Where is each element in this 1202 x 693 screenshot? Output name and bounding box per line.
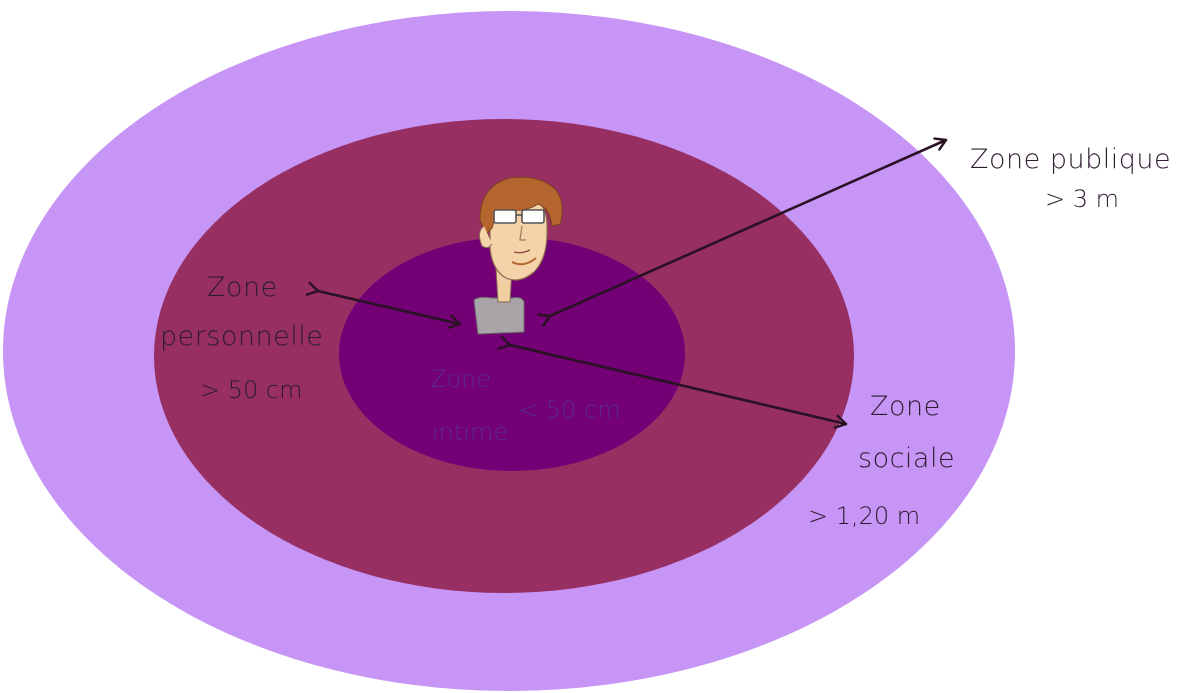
zone-publique-title: Zone publique <box>970 144 1171 175</box>
zone-personnelle-distance: > 50 cm <box>200 376 302 404</box>
zone-sociale-title-line1: Zone <box>870 391 941 422</box>
arrow-zone-sociale <box>497 335 848 429</box>
zone-sociale-title-line2: sociale <box>858 443 955 474</box>
zone-intime-title-line1: Zone <box>430 365 491 393</box>
zone-intime-title-line2: intime <box>432 418 508 446</box>
zone-personnelle-title-line1: Zone <box>207 272 278 303</box>
zone-personnelle-title-line2: personnelle <box>160 321 323 352</box>
arrow-zone-personnelle <box>305 281 462 329</box>
zone-intime-distance: < 50 cm <box>518 396 620 424</box>
zone-publique-distance: > 3 m <box>1045 185 1119 213</box>
arrows <box>305 137 948 429</box>
arrow-zone-publique <box>537 137 948 327</box>
zone-sociale-distance: > 1,20 m <box>808 502 920 530</box>
